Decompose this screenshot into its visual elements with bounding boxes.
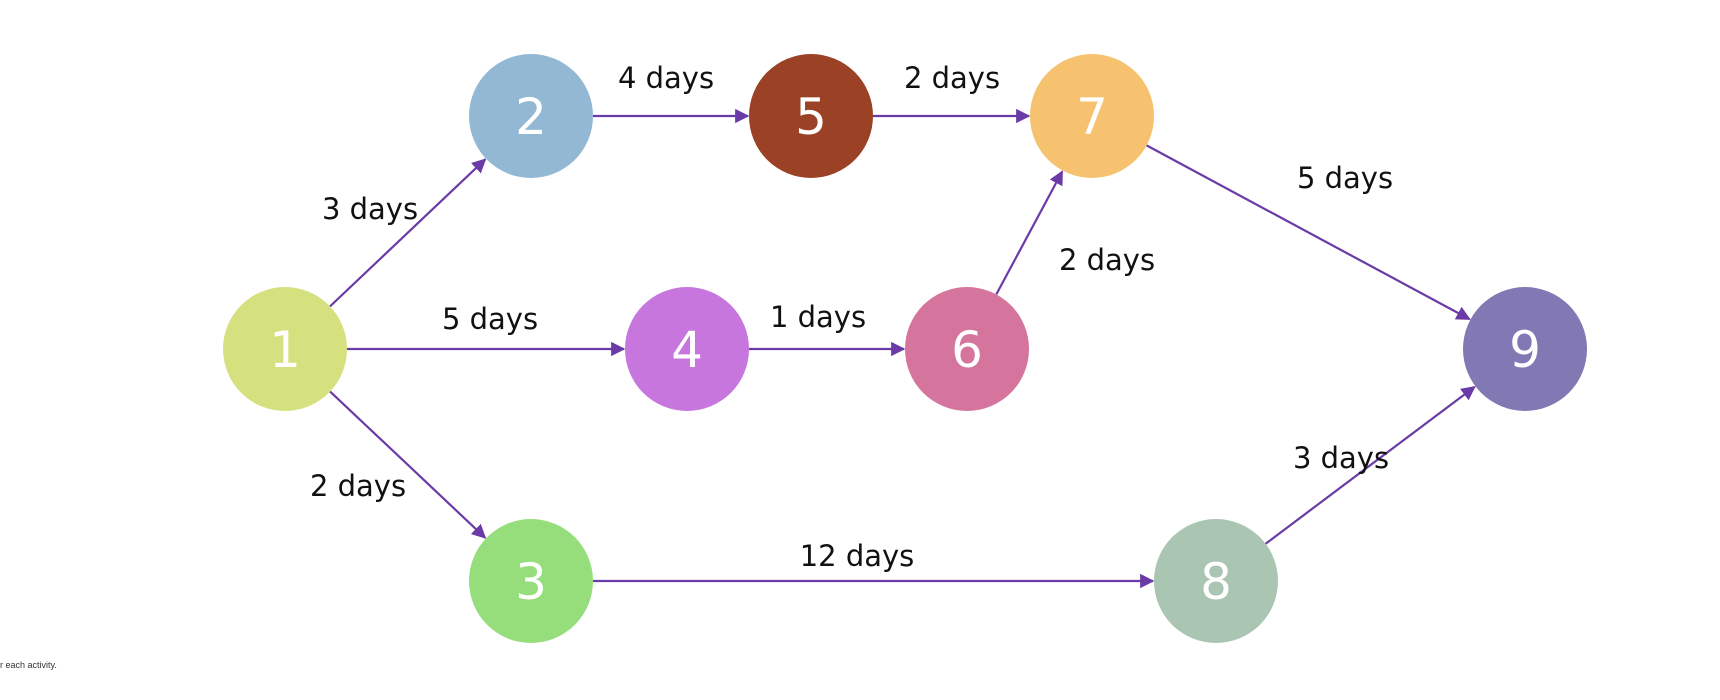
footnote-text: r each activity.	[0, 660, 57, 670]
node-6: 6	[905, 287, 1029, 411]
edge-label-1-2: 3 days	[322, 192, 418, 226]
edge-label-4-6: 1 days	[770, 300, 866, 334]
node-label-4: 4	[671, 321, 703, 379]
node-label-2: 2	[515, 88, 547, 146]
node-7: 7	[1030, 54, 1154, 178]
edge-8-9	[1264, 385, 1476, 545]
node-3: 3	[469, 519, 593, 643]
edge-1-2	[329, 158, 487, 308]
node-5: 5	[749, 54, 873, 178]
edge-label-8-9: 3 days	[1293, 441, 1389, 475]
node-9: 9	[1463, 287, 1587, 411]
node-2: 2	[469, 54, 593, 178]
node-4: 4	[625, 287, 749, 411]
edge-label-1-4: 5 days	[442, 302, 538, 336]
node-circle-3	[469, 519, 593, 643]
node-label-3: 3	[515, 553, 547, 611]
node-label-5: 5	[795, 88, 827, 146]
node-circle-7	[1030, 54, 1154, 178]
node-circle-8	[1154, 519, 1278, 643]
edges-layer	[329, 108, 1476, 589]
node-8: 8	[1154, 519, 1278, 643]
node-label-9: 9	[1509, 321, 1541, 379]
node-circle-1	[223, 287, 347, 411]
node-circle-9	[1463, 287, 1587, 411]
edge-label-6-7: 2 days	[1059, 243, 1155, 277]
edge-label-5-7: 2 days	[904, 61, 1000, 95]
node-circle-5	[749, 54, 873, 178]
edge-label-2-5: 4 days	[618, 61, 714, 95]
node-circle-4	[625, 287, 749, 411]
edge-label-7-9: 5 days	[1297, 161, 1393, 195]
node-label-1: 1	[269, 321, 301, 379]
edge-1-3	[329, 390, 487, 539]
node-circle-2	[469, 54, 593, 178]
edge-label-1-3: 2 days	[310, 469, 406, 503]
node-1: 1	[223, 287, 347, 411]
nodes-layer: 1 2 3 4 5 6 7 8 9	[223, 54, 1587, 643]
edge-7-9	[1146, 144, 1471, 321]
edge-label-3-8: 12 days	[800, 539, 915, 573]
node-circle-6	[905, 287, 1029, 411]
edge-labels-layer: 3 days 5 days 2 days 4 days 2 days 1 days 2 da…	[310, 61, 1393, 573]
node-label-6: 6	[951, 321, 983, 379]
edge-6-7	[995, 170, 1064, 295]
node-label-7: 7	[1076, 88, 1108, 146]
node-label-8: 8	[1200, 553, 1232, 611]
